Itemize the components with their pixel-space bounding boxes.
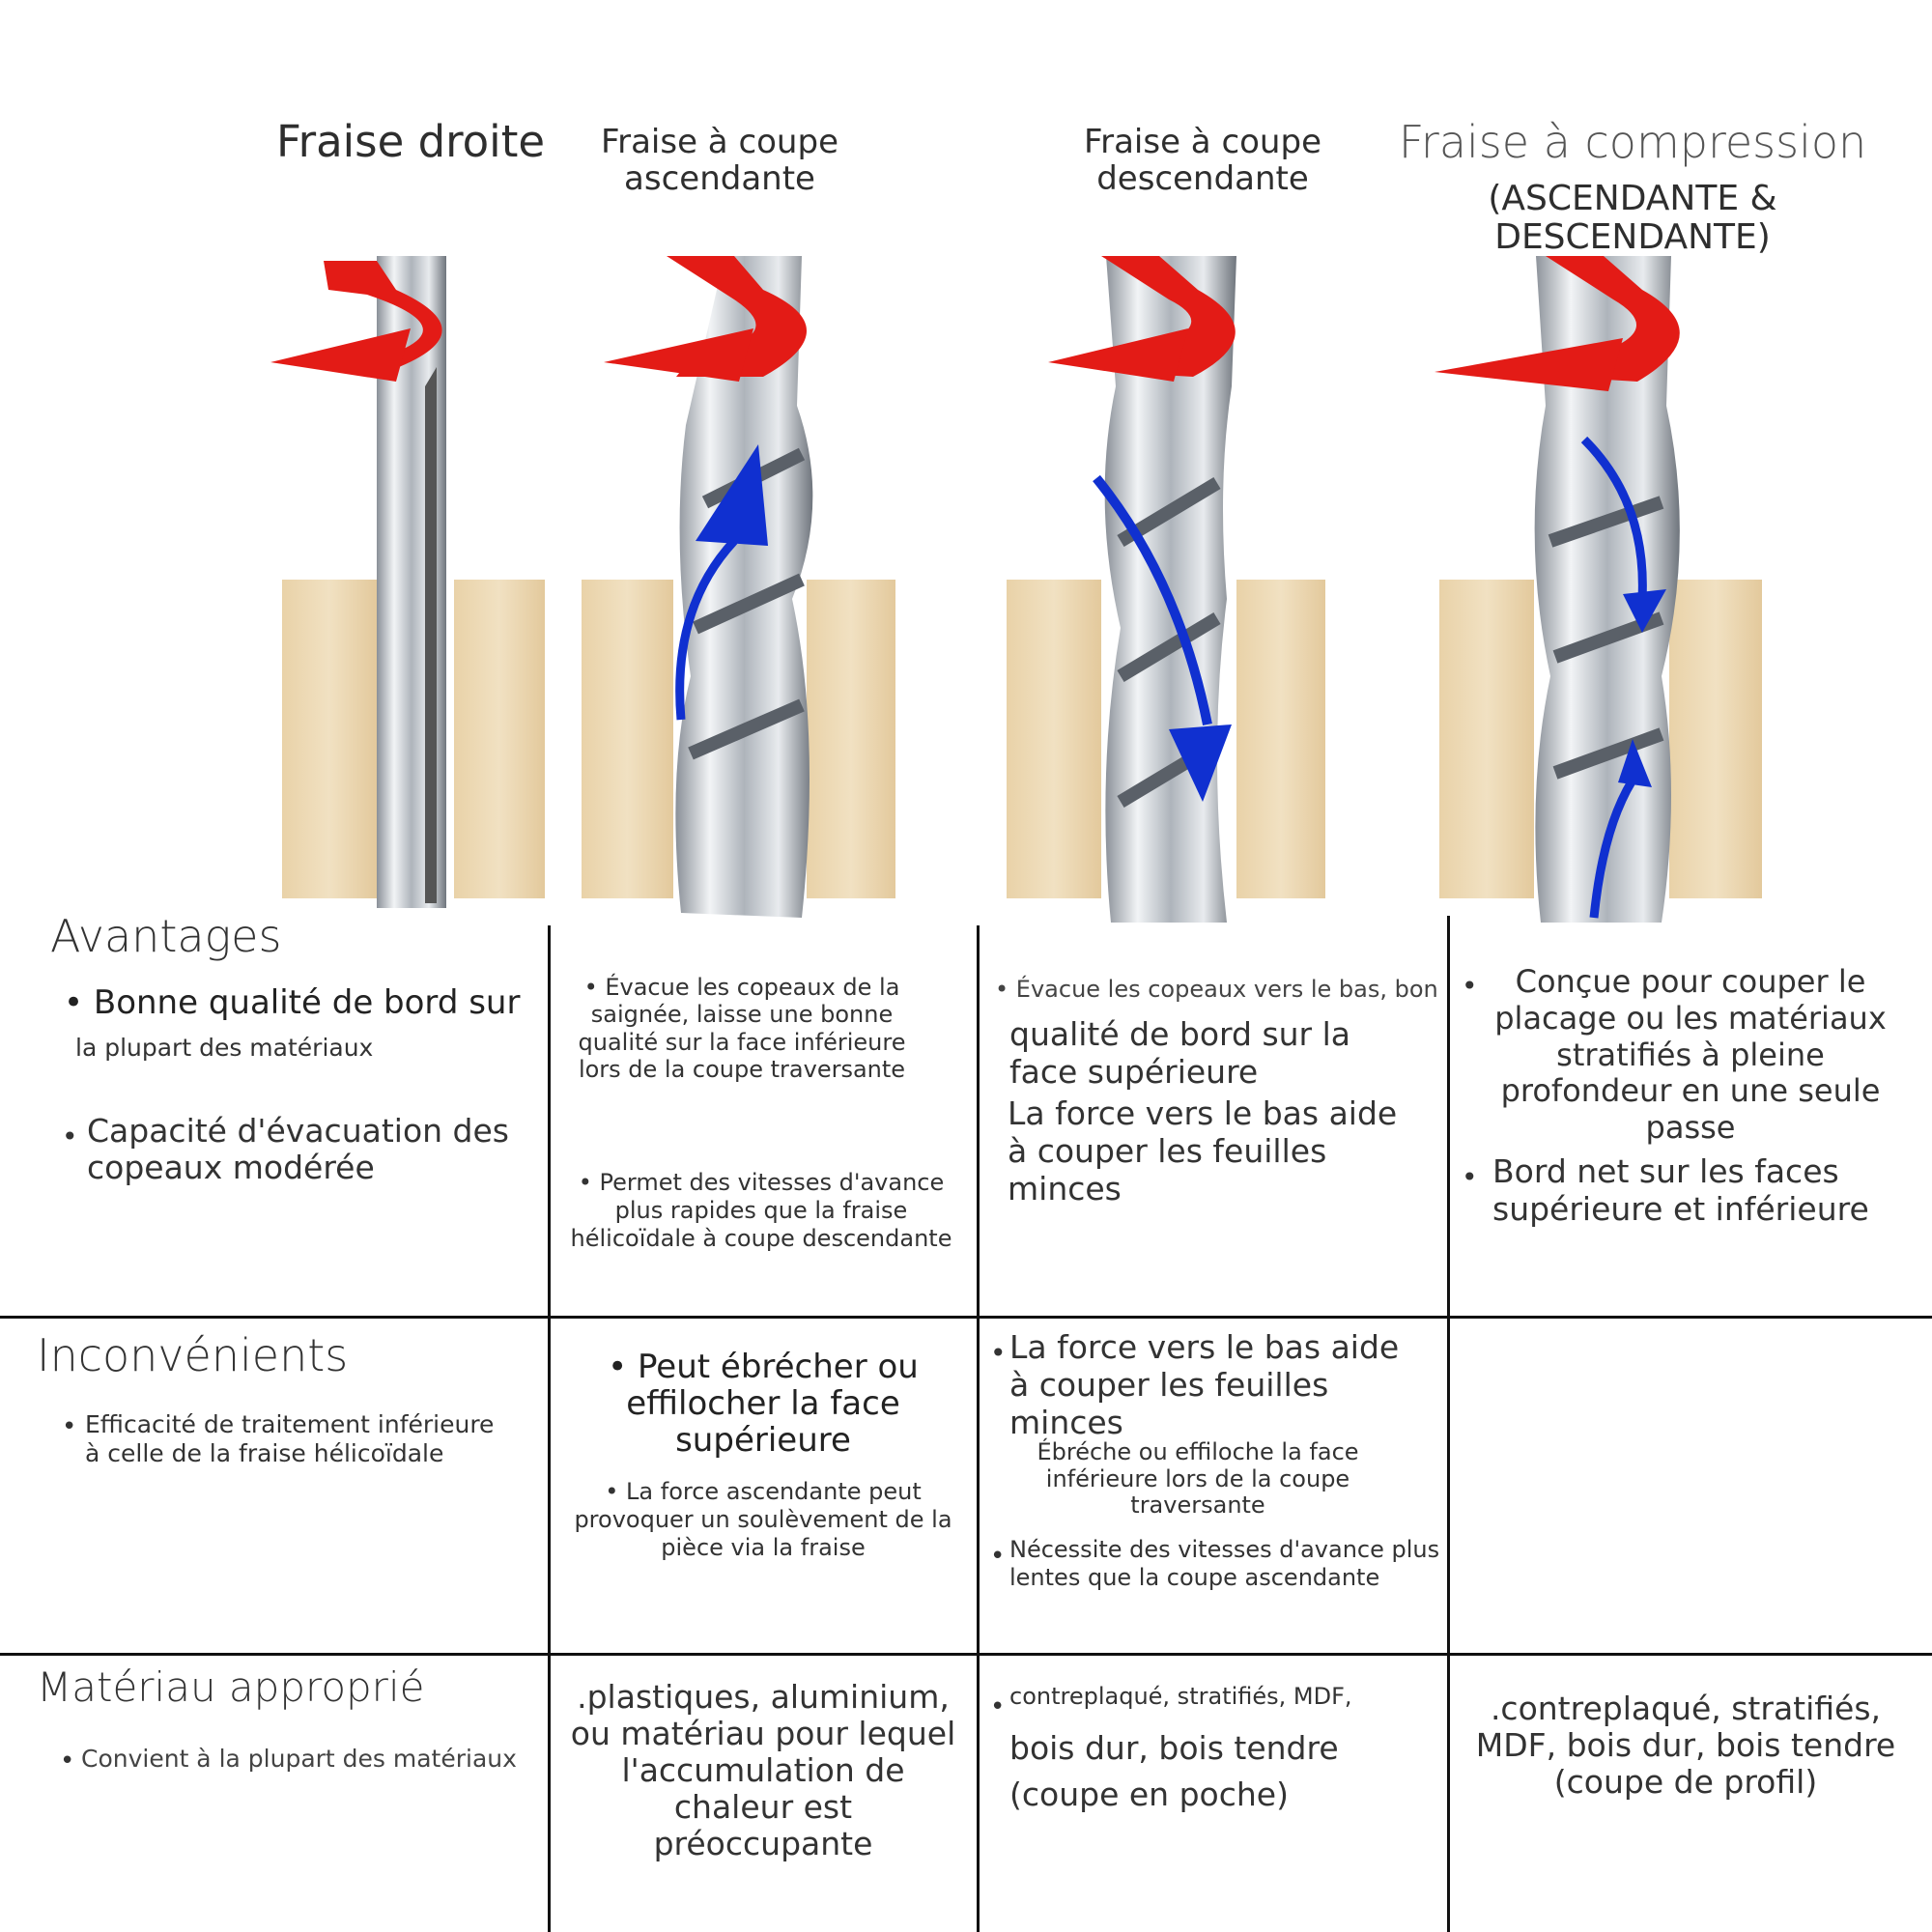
rotation-arrow-icon xyxy=(324,261,442,372)
chip-up-arrow-icon xyxy=(675,537,738,721)
mat-downcut-3: (coupe en poche) xyxy=(1009,1776,1289,1813)
rotation-arrow-icon xyxy=(1546,256,1680,382)
compression-bit xyxy=(1534,256,1680,923)
adv-straight-1b: la plupart des matériaux xyxy=(75,1034,374,1062)
bullet-dot: • xyxy=(990,1692,1006,1721)
adv-downcut-1b: qualité de bord sur la face supérieure xyxy=(1009,1015,1351,1091)
chip-down-arrow-icon xyxy=(1580,436,1647,600)
adv-downcut-1: Évacue les copeaux vers le bas, bon xyxy=(995,976,1439,1003)
straight-bit-figure xyxy=(270,256,545,908)
adv-straight-1: Bonne qualité de bord sur xyxy=(64,983,527,1022)
divider-col1 xyxy=(548,925,551,1932)
wood-block-left xyxy=(282,580,377,898)
adv-upcut-2: Permet des vitesses d'avance plus rapide… xyxy=(568,1169,954,1252)
bullet-dot: • xyxy=(62,1121,78,1152)
incon-downcut-1: La force vers le bas aide à couper les f… xyxy=(1009,1328,1400,1441)
column-title-upcut: Fraise à coupe ascendante xyxy=(601,123,838,199)
bullet-dot: • xyxy=(990,1542,1006,1571)
incon-upcut-1: Peut ébrécher ou effilocher la face supé… xyxy=(580,1349,947,1459)
adv-compression-2: Bord net sur les faces supérieure et inf… xyxy=(1492,1152,1869,1228)
rotation-arrow-icon xyxy=(667,256,807,377)
incon-downcut-3: Nécessite des vitesses d'avance plus len… xyxy=(1009,1536,1440,1591)
downcut-bit-figure xyxy=(1007,256,1325,923)
adv-compression-1: Conçue pour couper le placage ou les mat… xyxy=(1494,963,1887,1146)
incon-straight-1: Efficacité de traitement inférieure à ce… xyxy=(85,1410,495,1467)
compression-bit-figure xyxy=(1435,256,1762,923)
upcut-bit-figure xyxy=(582,256,895,918)
column-title-compression: Fraise à compression xyxy=(1398,116,1867,168)
adv-upcut-1: Évacue les copeaux de la saignée, laisse… xyxy=(568,974,916,1083)
mat-downcut-1: contreplaqué, stratifiés, MDF, xyxy=(1009,1683,1352,1710)
mat-downcut-2: bois dur, bois tendre xyxy=(1009,1729,1339,1767)
bullet-dot: • xyxy=(990,1337,1007,1369)
incon-upcut-2: La force ascendante peut provoquer un so… xyxy=(565,1478,961,1561)
mat-upcut-1: .plastiques, aluminium, ou matériau pour… xyxy=(570,1678,956,1862)
divider-row1 xyxy=(0,1316,1932,1319)
column-title-downcut: Fraise à coupe descendante xyxy=(1084,123,1321,199)
chip-down-arrow-icon xyxy=(1093,474,1212,725)
adv-downcut-2: La force vers le bas aide à couper les f… xyxy=(1008,1094,1398,1208)
bullet-dot: • xyxy=(62,1412,77,1441)
column-title-straight: Fraise droite xyxy=(275,116,546,167)
divider-col2 xyxy=(977,925,980,1932)
column-subtitle-compression: (ASCENDANTE & DESCENDANTE) xyxy=(1488,179,1777,257)
rotation-arrow-icon xyxy=(1101,256,1236,377)
divider-col3 xyxy=(1447,916,1450,1932)
chip-up-arrow-icon xyxy=(1589,770,1641,919)
mat-compression-1: .contreplaqué, stratifiés, MDF, bois dur… xyxy=(1475,1690,1896,1801)
divider-row2 xyxy=(0,1653,1932,1656)
row-label-inconvenients: Inconvénients xyxy=(37,1329,349,1381)
bullet-dot: • xyxy=(1462,970,1478,1002)
row-label-materiau: Matériau approprié xyxy=(37,1663,425,1711)
row-label-avantages: Avantages xyxy=(50,910,282,962)
bullet-dot: • xyxy=(60,1747,75,1776)
bullet-dot: • xyxy=(1462,1161,1478,1193)
wood-block-right xyxy=(454,580,545,898)
adv-straight-2: Capacité d'évacuation des copeaux modéré… xyxy=(87,1112,509,1186)
mat-straight-1: Convient à la plupart des matériaux xyxy=(81,1745,517,1773)
incon-downcut-2: Ébréche ou effiloche la face inférieure … xyxy=(1037,1438,1359,1520)
